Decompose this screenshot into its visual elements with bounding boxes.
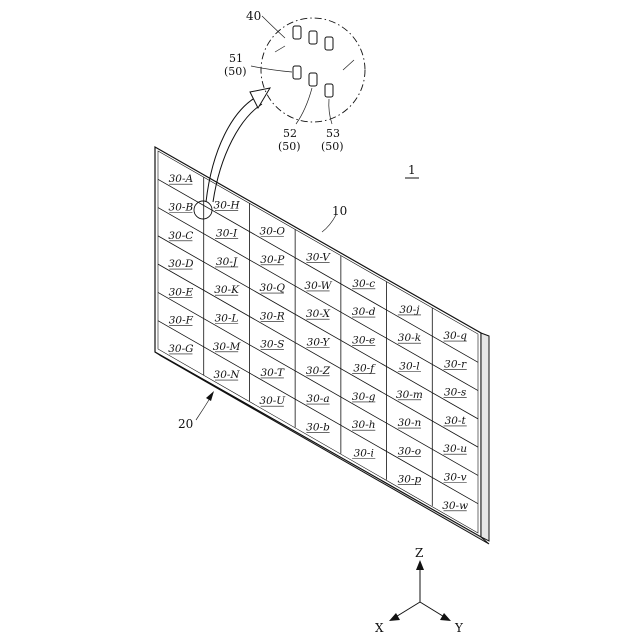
cell-label: 30-T: [261, 367, 286, 379]
cell-label: 30-S: [260, 339, 284, 351]
led-row-upper: [293, 26, 333, 50]
cell-label: 30-e: [352, 334, 375, 346]
cell-label: 30-b: [306, 421, 330, 433]
axis-x-arrowhead: [389, 613, 400, 621]
led-chip: [293, 26, 301, 39]
cell-label: 30-f: [353, 363, 376, 375]
leader-40: [262, 16, 285, 38]
ref-10: 10: [332, 204, 347, 218]
cell-label: 30-k: [398, 332, 421, 344]
figure-label: 1: [408, 163, 416, 177]
axis-y-label: Y: [454, 621, 464, 635]
axis-y-line: [420, 602, 446, 618]
cell-label: 30-t: [445, 415, 467, 427]
cell-label: 30-B: [169, 202, 194, 214]
coordinate-axes: Z X Y: [375, 546, 464, 635]
axis-z-label: Z: [415, 546, 423, 560]
cell-label: 30-Y: [307, 337, 331, 349]
cell-label: 30-l: [399, 361, 419, 373]
cell-label: 30-U: [259, 395, 286, 407]
cell-label: 30-a: [306, 393, 329, 405]
cell-label: 30-J: [216, 256, 238, 268]
cell-label: 30-G: [168, 343, 193, 355]
ref-52: 52: [283, 127, 297, 140]
cell-label: 30-I: [216, 228, 238, 240]
cell-label: 30-n: [398, 417, 422, 429]
ref-51: 51: [229, 52, 243, 65]
cell-label: 30-O: [260, 226, 286, 238]
cell-label: 30-j: [399, 304, 420, 316]
led-chip-53: [325, 84, 333, 97]
ref-20: 20: [178, 417, 193, 431]
cell-label: 30-N: [214, 369, 241, 381]
cell-label: 30-m: [396, 389, 423, 401]
ref-40: 40: [246, 9, 261, 23]
cell-label: 30-o: [398, 445, 421, 457]
cell-label: 30-Z: [306, 365, 331, 377]
cell-label: 30-c: [352, 278, 375, 290]
led-row-lower: [293, 66, 333, 97]
cell-label: 30-q: [443, 330, 467, 342]
cell-label: 30-s: [444, 387, 467, 399]
axis-x-line: [394, 602, 420, 618]
cell-label: 30-C: [168, 230, 193, 242]
cell-label: 30-K: [214, 284, 240, 296]
cell-label: 30-p: [398, 474, 422, 486]
cell-label: 30-i: [354, 448, 374, 460]
cell-label: 30-V: [306, 252, 331, 264]
leader-52: [296, 88, 312, 124]
cell-label: 30-X: [306, 308, 331, 320]
axis-z-arrowhead: [416, 560, 424, 570]
cell-label: 30-v: [444, 472, 467, 484]
cell-label: 30-r: [444, 358, 467, 370]
ref-51-group: (50): [224, 65, 247, 78]
cell-label: 30-D: [168, 258, 194, 270]
cell-label: 30-w: [442, 500, 468, 512]
panel-side-edge: [481, 333, 489, 541]
ref-52-group: (50): [278, 140, 301, 153]
cell-label: 30-F: [169, 315, 194, 327]
cell-label: 30-H: [214, 199, 241, 211]
cell-label: 30-W: [304, 280, 332, 292]
cell-label: 30-g: [352, 391, 376, 403]
magnified-slash-left: [275, 46, 285, 52]
led-chip: [309, 31, 317, 44]
ref-53: 53: [326, 127, 340, 140]
axis-y-arrowhead: [440, 613, 451, 621]
cell-label: 30-R: [260, 310, 285, 322]
cell-label: 30-A: [169, 173, 194, 185]
magnify-arrowhead: [250, 88, 270, 108]
axis-x-label: X: [375, 621, 384, 635]
cell-label: 30-M: [213, 341, 241, 353]
cell-label: 30-h: [352, 419, 376, 431]
led-chip: [325, 37, 333, 50]
cell-label: 30-Q: [260, 282, 286, 294]
ref-53-group: (50): [321, 140, 344, 153]
cell-label: 30-d: [352, 306, 376, 318]
leader-51: [251, 66, 292, 72]
cell-label: 30-L: [215, 313, 239, 325]
cell-label: 30-P: [260, 254, 285, 266]
leader-53: [329, 99, 332, 124]
leader-20-arrowhead: [206, 391, 214, 401]
led-chip-51: [293, 66, 301, 79]
cell-label: 30-E: [169, 286, 194, 298]
led-chip-52: [309, 73, 317, 86]
cell-label: 30-u: [443, 443, 467, 455]
magnified-slash-right: [343, 60, 354, 70]
